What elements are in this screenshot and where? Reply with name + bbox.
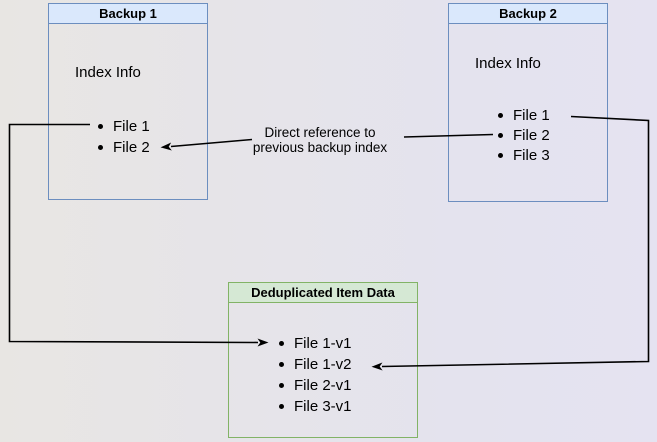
list-item: File 2-v1 [279, 375, 352, 396]
list-item: File 3 [498, 145, 550, 165]
list-item: File 1 [98, 116, 150, 137]
list-item: File 3-v1 [279, 396, 352, 417]
bullet-icon [498, 152, 503, 158]
list-item: File 2 [498, 125, 550, 145]
list-item: File 2 [98, 137, 150, 158]
bullet-icon [279, 404, 284, 409]
backup-1-file-list: File 1 File 2 [98, 116, 150, 158]
node-backup-1-subtitle: Index Info [75, 64, 141, 81]
bullet-icon [279, 362, 284, 367]
bullet-icon [98, 145, 103, 150]
list-item: File 1 [498, 105, 550, 125]
annotation-line-2: previous backup index [252, 139, 388, 155]
bullet-icon [498, 112, 503, 118]
file-label: File 1 [513, 106, 550, 124]
file-label: File 1-v1 [294, 335, 352, 352]
dedup-file-list: File 1-v1 File 1-v2 File 2-v1 File 3-v1 [279, 333, 352, 417]
bullet-icon [498, 132, 503, 138]
annotation-direct-reference: Direct reference to previous backup inde… [236, 125, 404, 155]
node-backup-2: Backup 2 Index Info File 1 File 2 File 3 [448, 3, 608, 202]
file-label: File 2 [513, 126, 550, 144]
backup-2-file-list: File 1 File 2 File 3 [498, 105, 550, 165]
file-label: File 2 [113, 139, 150, 156]
file-label: File 3-v1 [294, 398, 352, 415]
file-label: File 2-v1 [294, 377, 352, 394]
node-backup-2-title: Backup 2 [449, 4, 607, 24]
file-label: File 3 [513, 146, 550, 164]
node-backup-1: Backup 1 Index Info File 1 File 2 [48, 3, 208, 200]
file-label: File 1 [113, 118, 150, 135]
node-deduplicated-item-data: Deduplicated Item Data File 1-v1 File 1-… [228, 282, 418, 438]
node-backup-1-title: Backup 1 [49, 4, 207, 24]
bullet-icon [98, 124, 103, 129]
bullet-icon [279, 341, 284, 346]
list-item: File 1-v2 [279, 354, 352, 375]
node-backup-2-subtitle: Index Info [475, 55, 541, 72]
annotation-line-1: Direct reference to [264, 125, 376, 140]
list-item: File 1-v1 [279, 333, 352, 354]
file-label: File 1-v2 [294, 356, 352, 373]
node-dedup-title: Deduplicated Item Data [229, 283, 417, 303]
bullet-icon [279, 383, 284, 388]
